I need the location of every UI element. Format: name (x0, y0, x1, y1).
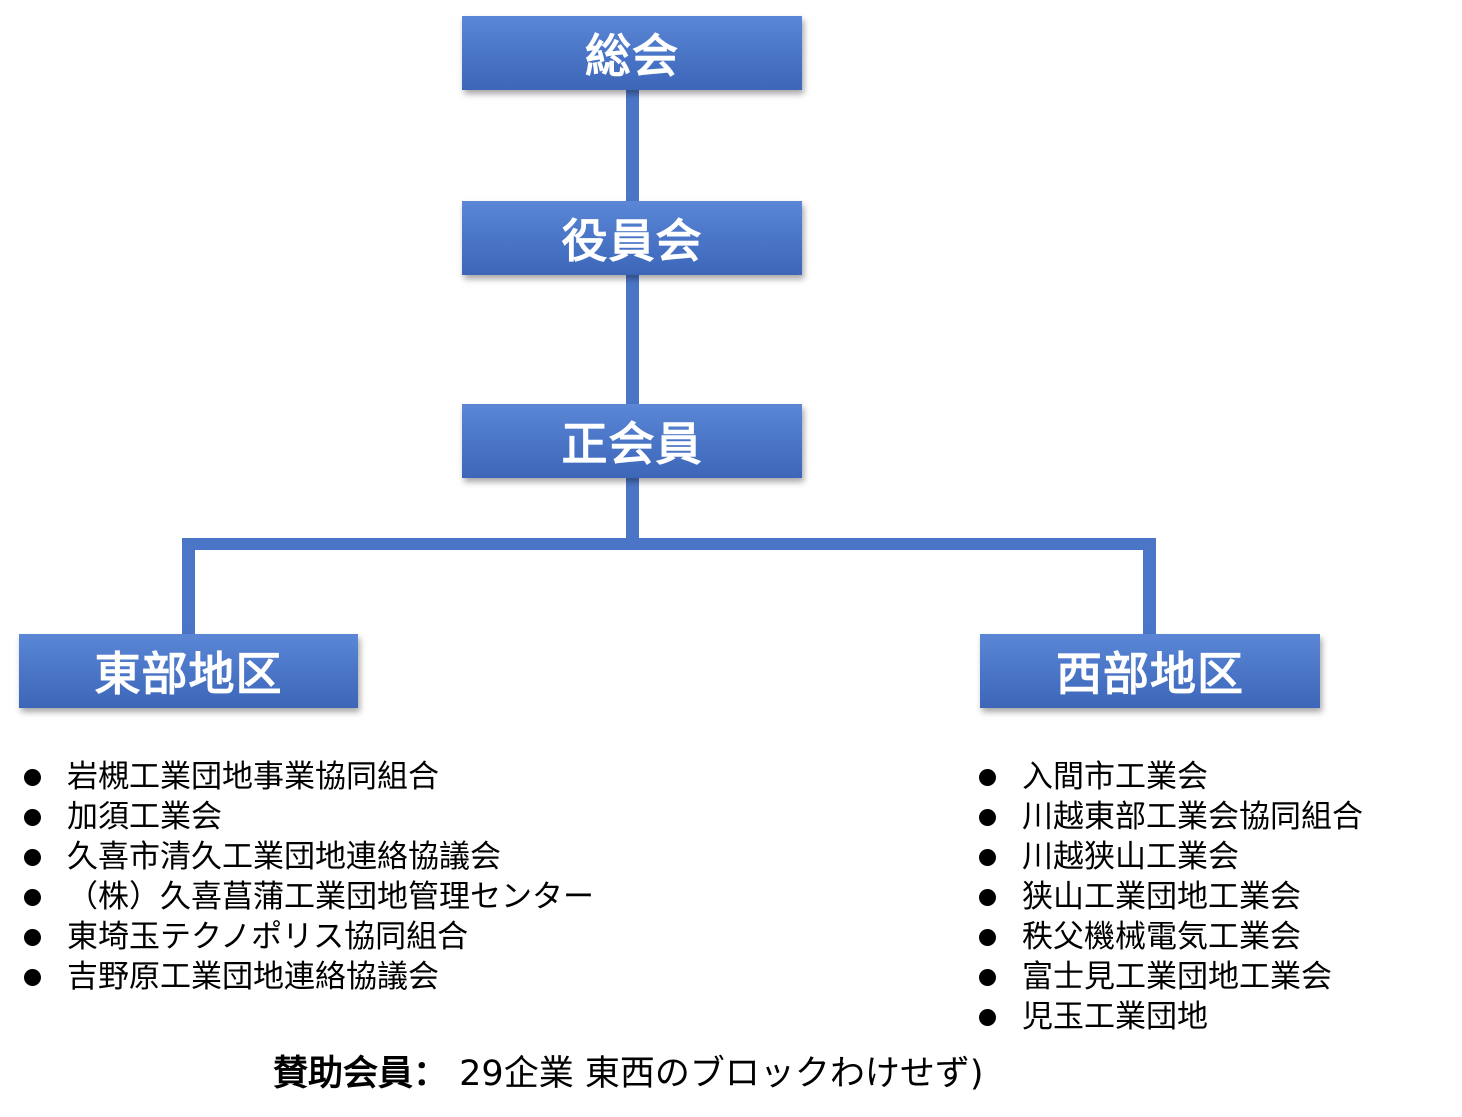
list-item-label: 秩父機械電気工業会 (1022, 919, 1301, 955)
supporting-members-note: 賛助会員： 29企業 東西のブロックわけせず) (273, 1050, 983, 1098)
list-item-label: 久喜市清久工業団地連絡協議会 (67, 839, 501, 875)
east-member-list: 岩槻工業団地事業協同組合 加須工業会 久喜市清久工業団地連絡協議会 （株）久喜菖… (20, 757, 594, 997)
west-district-box: 西部地区 (980, 634, 1320, 708)
list-item: 吉野原工業団地連絡協議会 (20, 957, 594, 997)
bullet-icon (979, 929, 996, 946)
general-meeting-box: 総会 (462, 16, 802, 90)
list-item: 狭山工業団地工業会 (975, 877, 1363, 917)
list-item: 川越東部工業会協同組合 (975, 797, 1363, 837)
list-item-label: 東埼玉テクノポリス協同組合 (67, 919, 469, 955)
bullet-icon (979, 1009, 996, 1026)
connector-seikai-branch (626, 478, 639, 548)
list-item-label: 川越東部工業会協同組合 (1022, 799, 1363, 835)
bullet-icon (24, 929, 41, 946)
connector-horizontal-branch (182, 538, 1156, 550)
supporting-members-value: 29企業 東西のブロックわけせず) (459, 1054, 984, 1094)
bullet-icon (979, 969, 996, 986)
list-item-label: 入間市工業会 (1022, 759, 1208, 795)
connector-yakuin-seikai (626, 275, 639, 404)
list-item: 東埼玉テクノポリス協同組合 (20, 917, 594, 957)
bullet-icon (979, 769, 996, 786)
list-item-label: 狭山工業団地工業会 (1022, 879, 1301, 915)
regular-members-label: 正会員 (561, 417, 703, 471)
bullet-icon (979, 809, 996, 826)
connector-branch-west (1143, 538, 1156, 634)
list-item-label: （株）久喜菖蒲工業団地管理センター (67, 879, 594, 915)
list-item: 児玉工業団地 (975, 997, 1363, 1037)
list-item: 岩槻工業団地事業協同組合 (20, 757, 594, 797)
list-item-label: 富士見工業団地工業会 (1022, 959, 1332, 995)
west-member-list: 入間市工業会 川越東部工業会協同組合 川越狭山工業会 狭山工業団地工業会 秩父機… (975, 757, 1363, 1037)
list-item-label: 岩槻工業団地事業協同組合 (67, 759, 439, 795)
bullet-icon (979, 889, 996, 906)
list-item-label: 加須工業会 (67, 799, 222, 835)
list-item-label: 吉野原工業団地連絡協議会 (67, 959, 439, 995)
list-item: 久喜市清久工業団地連絡協議会 (20, 837, 594, 877)
bullet-icon (24, 769, 41, 786)
list-item-label: 川越狭山工業会 (1022, 839, 1239, 875)
bullet-icon (979, 849, 996, 866)
board-label: 役員会 (561, 214, 703, 268)
connector-branch-east (182, 538, 195, 634)
general-meeting-label: 総会 (585, 29, 679, 83)
list-item: 川越狭山工業会 (975, 837, 1363, 877)
regular-members-box: 正会員 (462, 404, 802, 478)
bullet-icon (24, 849, 41, 866)
connector-soukai-yakuin (626, 90, 639, 201)
list-item: （株）久喜菖蒲工業団地管理センター (20, 877, 594, 917)
west-district-label: 西部地区 (1056, 647, 1244, 701)
board-box: 役員会 (462, 201, 802, 275)
list-item: 加須工業会 (20, 797, 594, 837)
bullet-icon (24, 889, 41, 906)
east-district-label: 東部地区 (94, 647, 283, 701)
bullet-icon (24, 809, 41, 826)
list-item: 入間市工業会 (975, 757, 1363, 797)
list-item: 富士見工業団地工業会 (975, 957, 1363, 997)
bullet-icon (24, 969, 41, 986)
east-district-box: 東部地区 (19, 634, 358, 708)
list-item: 秩父機械電気工業会 (975, 917, 1363, 957)
list-item-label: 児玉工業団地 (1022, 999, 1208, 1035)
supporting-members-label: 賛助会員： (273, 1054, 449, 1094)
